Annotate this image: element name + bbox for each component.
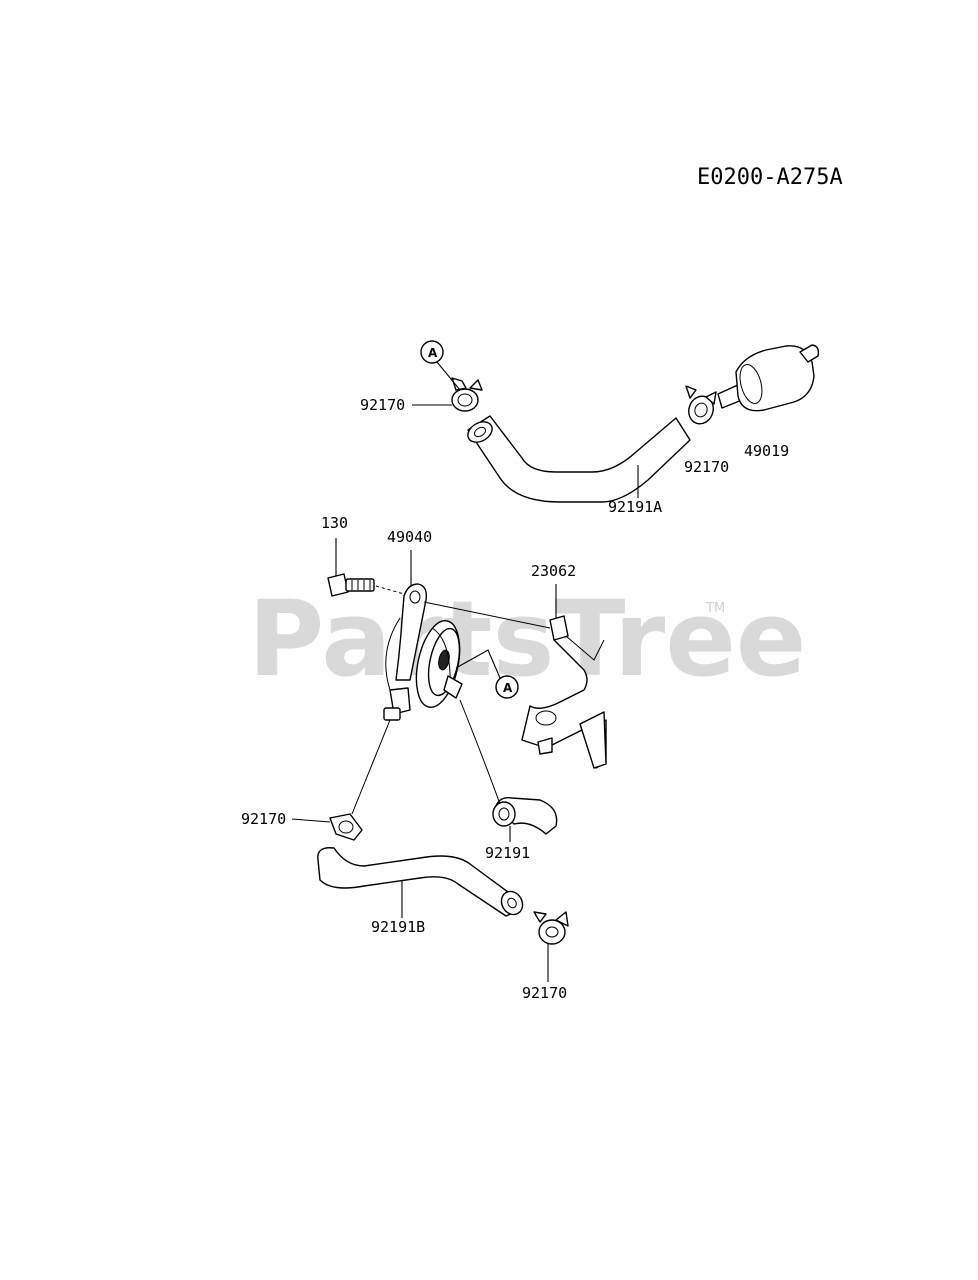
label-clamp-bottom: 92170: [522, 984, 567, 1002]
label-fuel-pump: 49040: [387, 528, 432, 546]
label-clamp-top-right: 92170: [684, 458, 729, 476]
hose-92191b[interactable]: [317, 847, 527, 919]
hose-92191[interactable]: [492, 796, 558, 835]
bolt-130[interactable]: [327, 573, 375, 597]
fuel-pump-49040[interactable]: [383, 583, 467, 721]
fuel-filter-49019[interactable]: [717, 344, 820, 412]
label-clamp-mid-left: 92170: [241, 810, 286, 828]
label-hose-92191: 92191: [485, 844, 530, 862]
label-clamp-top-left: 92170: [360, 396, 405, 414]
clamp-bottom[interactable]: [533, 911, 569, 945]
clamp-mid-left[interactable]: [329, 813, 363, 841]
clamp-top-right[interactable]: [685, 385, 717, 427]
callout-a-top: A: [420, 340, 461, 391]
clamp-top-left[interactable]: [451, 377, 483, 412]
svg-text:A: A: [503, 681, 513, 695]
svg-text:A: A: [428, 346, 438, 360]
label-bracket: 23062: [531, 562, 576, 580]
label-fuel-filter: 49019: [744, 442, 789, 460]
watermark-trademark: TM: [705, 601, 725, 616]
diagram-code: E0200-A275A: [697, 165, 843, 190]
callout-a-mid: A: [455, 649, 519, 699]
watermark: PartsTree: [248, 578, 806, 700]
bracket-23062[interactable]: [521, 615, 607, 769]
label-bolt: 130: [321, 514, 348, 532]
label-hose-92191b: 92191B: [371, 918, 425, 936]
label-hose-92191a: 92191A: [608, 498, 662, 516]
hose-92191a[interactable]: [464, 415, 691, 503]
